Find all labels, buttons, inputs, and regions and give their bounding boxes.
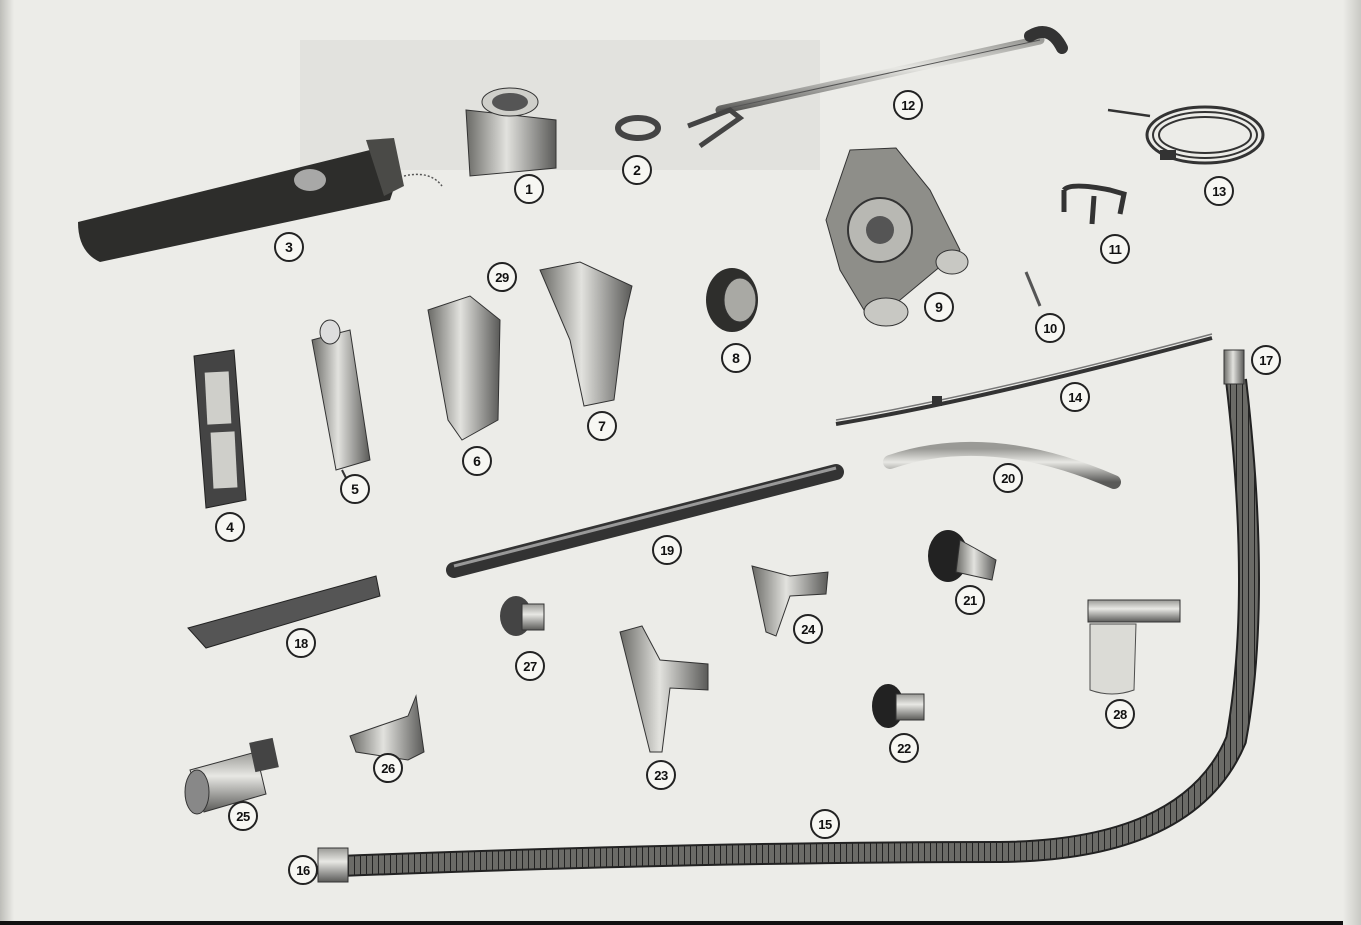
strap-illustration xyxy=(836,334,1212,424)
flat-nozzle-illustration xyxy=(350,696,424,760)
callout-28: 28 xyxy=(1105,699,1135,729)
storage-bag-illustration xyxy=(78,138,442,262)
callout-14: 14 xyxy=(1060,382,1090,412)
power-cord-illustration xyxy=(1108,107,1263,163)
callout-10: 10 xyxy=(1035,313,1065,343)
clip-illustration xyxy=(1064,186,1124,224)
nozzle-fitting-illustration xyxy=(466,88,556,176)
pin-illustration xyxy=(1026,272,1040,306)
callout-8: 8 xyxy=(721,343,751,373)
spray-cylinder-illustration xyxy=(312,320,370,490)
callout-9: 9 xyxy=(924,292,954,322)
upholstery-nozzle-illustration xyxy=(620,626,708,752)
callout-21: 21 xyxy=(955,585,985,615)
crevice-tool-illustration xyxy=(188,576,380,648)
callout-27: 27 xyxy=(515,651,545,681)
callout-16: 16 xyxy=(288,855,318,885)
callout-11: 11 xyxy=(1100,234,1130,264)
page-bottom-edge xyxy=(0,921,1361,925)
callout-18: 18 xyxy=(286,628,316,658)
callout-6: 6 xyxy=(462,446,492,476)
callout-23: 23 xyxy=(646,760,676,790)
callout-5: 5 xyxy=(340,474,370,504)
callout-22: 22 xyxy=(889,733,919,763)
callout-25: 25 xyxy=(228,801,258,831)
ring-illustration xyxy=(618,118,658,138)
callout-26: 26 xyxy=(373,753,403,783)
callout-7: 7 xyxy=(587,411,617,441)
callout-3: 3 xyxy=(274,232,304,262)
callout-29: 29 xyxy=(487,262,517,292)
callout-13: 13 xyxy=(1204,176,1234,206)
callout-20: 20 xyxy=(993,463,1023,493)
callout-12: 12 xyxy=(893,90,923,120)
callout-17: 17 xyxy=(1251,345,1281,375)
nozzle-7-illustration xyxy=(540,262,632,406)
callout-4: 4 xyxy=(215,512,245,542)
callout-19: 19 xyxy=(652,535,682,565)
nozzle-6-illustration xyxy=(428,296,500,440)
round-brush-illustration xyxy=(872,684,924,728)
callout-2: 2 xyxy=(622,155,652,185)
callout-24: 24 xyxy=(793,614,823,644)
floor-plate-illustration xyxy=(194,350,246,508)
brush-roll-illustration xyxy=(706,268,758,332)
callout-15: 15 xyxy=(810,809,840,839)
filter-cartridge-illustration xyxy=(185,738,279,814)
extension-wand-illustration xyxy=(454,468,836,570)
dusting-brush-illustration xyxy=(928,530,996,582)
handle-illustration xyxy=(688,32,1062,146)
sprayer-jar-illustration xyxy=(1088,600,1180,694)
adapter-illustration xyxy=(500,596,544,636)
callout-1: 1 xyxy=(514,174,544,204)
